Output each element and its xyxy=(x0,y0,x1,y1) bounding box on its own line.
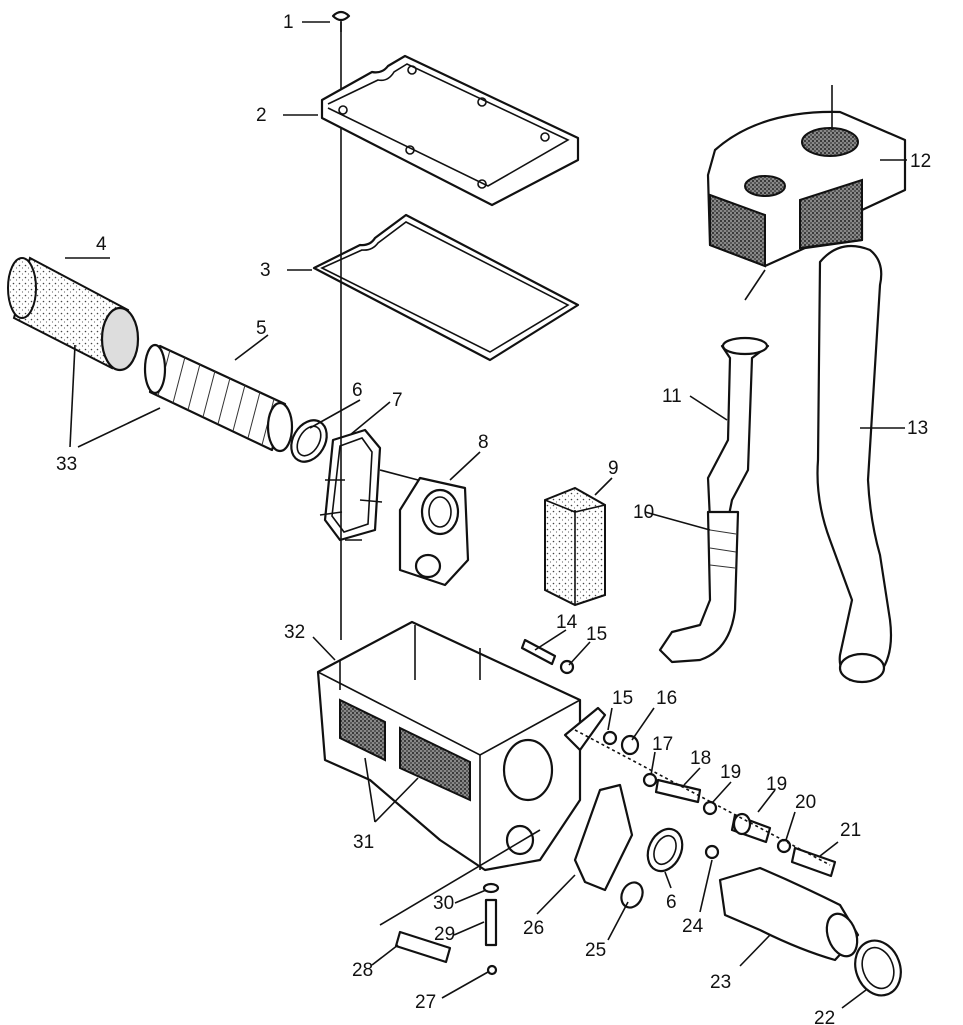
callout-13: 13 xyxy=(907,418,928,439)
callout-11: 11 xyxy=(662,386,682,407)
drain-tube xyxy=(790,846,837,878)
airbox-lid xyxy=(320,54,580,207)
wing-nut xyxy=(331,10,351,32)
callout-14: 14 xyxy=(556,612,578,633)
air-hose xyxy=(816,244,893,684)
callout-32: 32 xyxy=(284,622,305,643)
nut-27 xyxy=(486,964,498,976)
intake-flange xyxy=(379,469,470,587)
callout-25: 25 xyxy=(585,940,606,961)
hose-clamp xyxy=(854,939,902,997)
callout-18: 18 xyxy=(690,748,711,769)
callout-23: 23 xyxy=(710,972,731,993)
drain-hose xyxy=(394,930,452,964)
callout-7: 7 xyxy=(392,390,403,411)
callout-3: 3 xyxy=(260,260,271,281)
callout-30: 30 xyxy=(433,893,454,914)
callout-6-upper: 6 xyxy=(352,380,363,401)
drain-plug xyxy=(484,898,498,947)
lower-intake-tube xyxy=(658,510,740,664)
fitting-bracket xyxy=(563,706,607,752)
intake-silencer xyxy=(706,85,907,268)
foam-block xyxy=(544,486,606,607)
washer xyxy=(482,882,500,894)
side-gasket xyxy=(573,783,634,892)
callout-28: 28 xyxy=(352,960,373,981)
callout-4: 4 xyxy=(96,234,107,255)
callout-8: 8 xyxy=(478,432,489,453)
airbox-body xyxy=(316,620,582,872)
callout-17: 17 xyxy=(652,734,673,755)
callout-27: 27 xyxy=(415,992,436,1013)
callout-31: 31 xyxy=(353,832,374,853)
outlet-boot xyxy=(718,866,860,962)
callout-6-lower: 6 xyxy=(666,892,677,913)
callout-15a: 15 xyxy=(586,624,607,645)
flange-gasket xyxy=(319,428,383,542)
cap xyxy=(620,734,640,756)
nut-24 xyxy=(704,844,720,860)
callout-21: 21 xyxy=(840,820,861,841)
callout-16: 16 xyxy=(656,688,677,709)
callout-33: 33 xyxy=(56,454,77,475)
callout-5: 5 xyxy=(256,318,267,339)
filter-element xyxy=(143,343,294,453)
callout-19a: 19 xyxy=(720,762,741,783)
clamp-19b xyxy=(776,838,792,854)
grommet xyxy=(602,730,618,746)
lid-gasket xyxy=(312,213,580,362)
bolt xyxy=(520,638,557,666)
callout-15b: 15 xyxy=(612,688,633,709)
callout-26: 26 xyxy=(523,918,544,939)
callout-1: 1 xyxy=(283,12,294,33)
callout-24: 24 xyxy=(682,916,704,937)
intake-tube xyxy=(706,269,770,522)
clamp-small xyxy=(642,772,658,788)
callout-9: 9 xyxy=(608,458,619,479)
callout-2: 2 xyxy=(256,105,267,126)
pre-filter xyxy=(7,256,140,372)
ring-25 xyxy=(620,881,644,909)
callout-19b: 20 xyxy=(795,792,816,813)
check-valve xyxy=(730,812,772,844)
callout-29: 29 xyxy=(434,924,455,945)
callout-20: 19 xyxy=(766,774,787,795)
callout-10: 10 xyxy=(633,502,654,523)
hose-short xyxy=(654,778,702,804)
callout-12: 12 xyxy=(910,151,931,172)
callout-22: 22 xyxy=(814,1008,835,1025)
clamp-ring-lower xyxy=(646,827,684,873)
